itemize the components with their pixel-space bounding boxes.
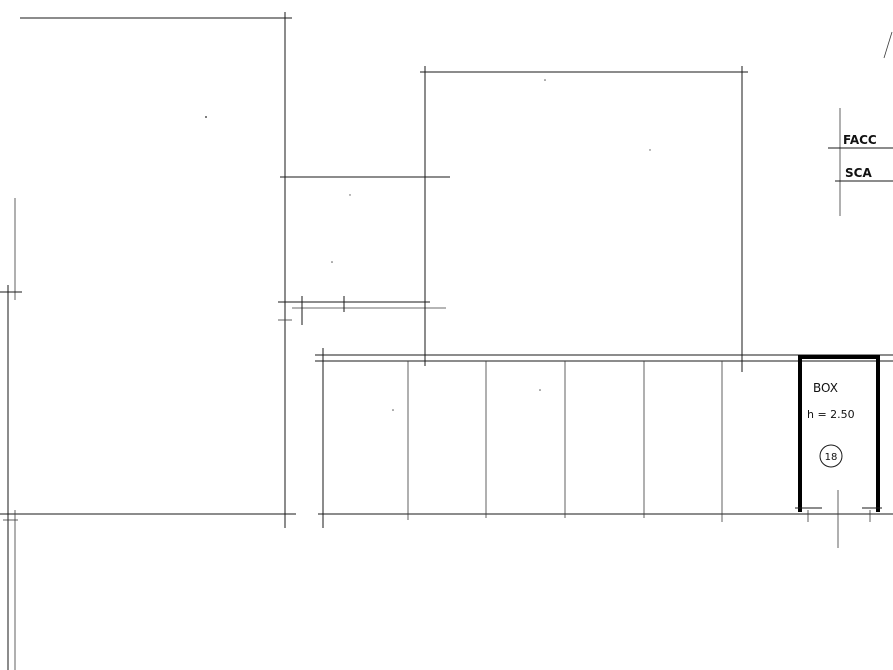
left-building-outline bbox=[0, 12, 296, 670]
box-unit-outline bbox=[795, 355, 882, 548]
upper-building-outline bbox=[420, 66, 748, 372]
box-unit-number: 18 bbox=[825, 452, 838, 463]
left-building-offsets bbox=[278, 176, 450, 325]
box-unit-label: BOX bbox=[813, 381, 838, 395]
title-heading-line2: SCA bbox=[845, 166, 872, 180]
box-unit-number-circle bbox=[819, 444, 843, 468]
box-unit-height-note: h = 2.50 bbox=[807, 408, 855, 421]
scan-specks bbox=[205, 79, 651, 411]
title-block bbox=[828, 31, 893, 216]
garage-row bbox=[315, 348, 893, 528]
title-heading-line1: FACC bbox=[843, 133, 877, 147]
